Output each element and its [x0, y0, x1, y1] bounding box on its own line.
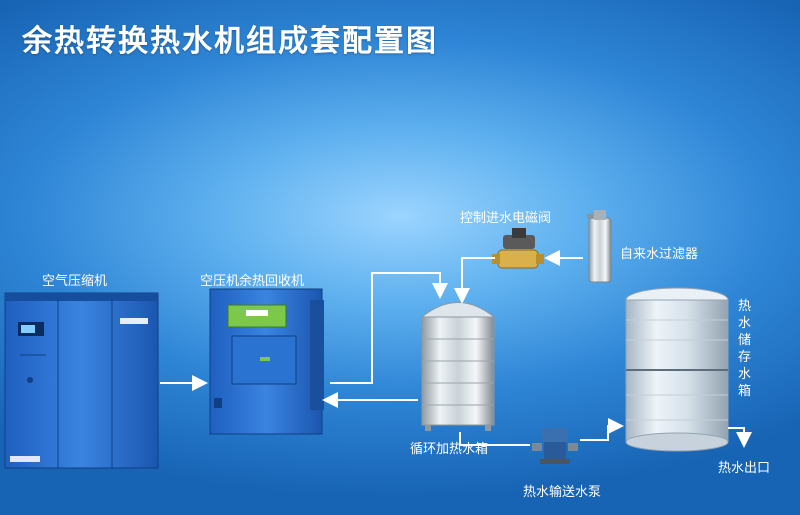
pump-icon — [532, 428, 578, 464]
pipe-recovery-to-tank — [330, 272, 448, 384]
heat-recovery-label: 空压机余热回收机 — [200, 274, 305, 289]
pipe-valve-to-tank — [454, 257, 495, 304]
page-title: 余热转换热水机组成套配置图 — [22, 24, 438, 59]
circulating-tank-icon — [420, 302, 496, 431]
solenoid-valve-icon — [492, 228, 544, 269]
pipe-tank-to-pump — [459, 432, 530, 446]
water-filter-label: 自来水过滤器 — [620, 247, 699, 262]
air-compressor-icon — [4, 292, 159, 469]
solenoid-valve-label: 控制进水电磁阀 — [460, 211, 552, 226]
heat-recovery-unit-icon — [209, 288, 324, 435]
storage-tank-label: 热水储存水箱 — [738, 299, 752, 399]
water-filter-icon — [587, 210, 612, 283]
pipe-lines — [160, 250, 752, 448]
pipe-pump-to-storage — [580, 418, 624, 441]
transfer-pump-label: 热水输送水泵 — [523, 485, 602, 500]
hot-water-outlet-label: 热水出口 — [718, 461, 771, 476]
pipe-hot-water-outlet — [728, 427, 752, 448]
air-compressor-label: 空气压缩机 — [42, 274, 108, 289]
storage-tank-icon — [625, 287, 729, 452]
circulating-tank-label: 循环加热水箱 — [410, 442, 489, 457]
